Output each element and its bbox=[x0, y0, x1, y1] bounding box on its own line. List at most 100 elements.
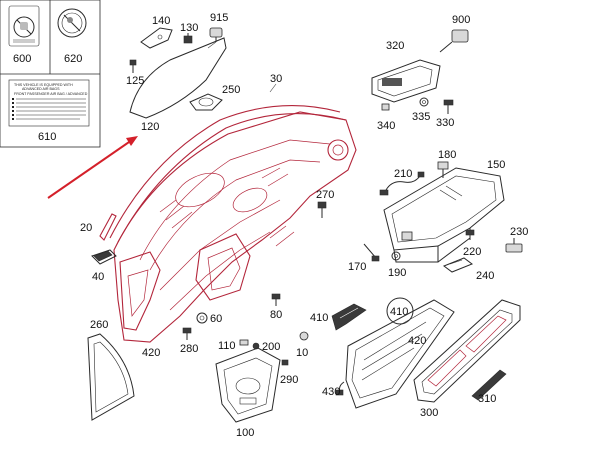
part-180-connector bbox=[437, 161, 449, 178]
part-140-outline bbox=[140, 27, 173, 49]
callout-150: 150 bbox=[487, 159, 505, 171]
part-125-screw bbox=[129, 59, 137, 73]
part-210-wire bbox=[385, 175, 421, 191]
warning-label-frame bbox=[8, 79, 90, 127]
callout-190: 190 bbox=[388, 267, 406, 279]
part-320-label-plate bbox=[382, 78, 402, 86]
part-210-wiring bbox=[379, 171, 425, 196]
prohibition-slash-icon bbox=[63, 14, 81, 32]
pointer-arrow-head bbox=[126, 136, 138, 146]
callout-260: 260 bbox=[90, 319, 108, 331]
part-100-console-frame bbox=[215, 347, 281, 423]
part-130-clip bbox=[183, 33, 193, 44]
warning-label-610: THIS VEHICLE IS EQUIPPED WITH ADVANCED A… bbox=[8, 79, 90, 127]
part-170-bolt bbox=[363, 243, 380, 262]
callout-270: 270 bbox=[316, 189, 334, 201]
part-60-clip bbox=[196, 312, 208, 324]
part-430-harness bbox=[335, 381, 345, 396]
part-80-screw bbox=[271, 293, 281, 306]
callout-100: 100 bbox=[236, 427, 254, 439]
airbag-warning-icon bbox=[61, 12, 83, 34]
part-30-top-trim bbox=[109, 105, 341, 239]
callout-30: 30 bbox=[270, 73, 282, 85]
part-300-trim-panel bbox=[413, 299, 521, 403]
sticker-600-text-bar bbox=[13, 39, 35, 43]
part-240-damper bbox=[442, 257, 474, 273]
part-915-clip bbox=[209, 27, 223, 42]
part-290-nut bbox=[299, 331, 309, 341]
callout-600: 600 bbox=[13, 53, 31, 65]
part-915-body bbox=[209, 27, 223, 38]
part-300-window-right bbox=[465, 315, 507, 353]
part-335-washer bbox=[419, 97, 429, 107]
part-110-screw bbox=[182, 327, 192, 340]
callout-240: 240 bbox=[476, 270, 494, 282]
left-end-section bbox=[119, 251, 161, 331]
callout-210: 210 bbox=[394, 168, 412, 180]
callout-140: 140 bbox=[152, 15, 170, 27]
part-10-outline bbox=[113, 111, 357, 343]
dashboard-hatching bbox=[159, 167, 295, 247]
callout-310: 310 bbox=[478, 393, 496, 405]
callout-220: 220 bbox=[463, 246, 481, 258]
part-100-outline bbox=[215, 347, 281, 423]
part-40-cover bbox=[91, 249, 117, 265]
warning-label-line2: ADVANCED AIR BAGS bbox=[22, 87, 60, 91]
part-280-body bbox=[331, 303, 367, 331]
part-420-outline bbox=[345, 299, 455, 409]
part-150-outline bbox=[383, 167, 505, 251]
callout-320: 320 bbox=[386, 40, 404, 52]
warning-label-bullets bbox=[12, 98, 86, 120]
callout-170: 170 bbox=[348, 261, 366, 273]
callout-20: 20 bbox=[80, 222, 92, 234]
callout-900: 900 bbox=[452, 14, 470, 26]
part-220-clip bbox=[465, 229, 475, 240]
sticker-620-ring bbox=[57, 8, 87, 38]
warning-label-line1: THIS VEHICLE IS EQUIPPED WITH bbox=[14, 83, 73, 87]
callout-915: 915 bbox=[210, 12, 228, 24]
part-420-lower-cover bbox=[345, 299, 455, 409]
callout-180: 180 bbox=[438, 149, 456, 161]
warning-label-line3: FRONT PASSENGER AIR BAG / ADVANCED bbox=[14, 92, 88, 96]
part-900-body bbox=[451, 29, 469, 43]
part-320-airbag-module bbox=[371, 59, 441, 103]
pointer-arrow-shaft bbox=[47, 139, 133, 199]
label-panel: 600 620 THIS VEHICLE IS EQUIPPED WITH AD… bbox=[0, 0, 101, 148]
part-90-screw bbox=[281, 359, 289, 366]
callout-335: 335 bbox=[412, 111, 430, 123]
callout-130: 130 bbox=[180, 22, 198, 34]
callout-125: 125 bbox=[126, 75, 144, 87]
callout-330: 330 bbox=[436, 117, 454, 129]
callout-620: 620 bbox=[64, 53, 82, 65]
person-glyph-icon bbox=[67, 17, 73, 23]
callout-80: 80 bbox=[270, 309, 282, 321]
callout-410-text: 410 bbox=[390, 306, 408, 318]
sticker-600-frame bbox=[8, 5, 40, 47]
part-270-bolt bbox=[317, 201, 327, 218]
callout-110: 280 bbox=[180, 343, 198, 355]
callout-60: 60 bbox=[210, 313, 222, 325]
sticker-600 bbox=[8, 5, 40, 47]
part-310-strip bbox=[471, 369, 507, 401]
center-stack-frame bbox=[195, 233, 251, 301]
callout-340: 340 bbox=[377, 120, 395, 132]
part-330-bolt bbox=[443, 99, 454, 114]
callout-280: 410 bbox=[310, 312, 328, 324]
part-300-outline bbox=[413, 299, 521, 403]
callout-300: 300 bbox=[420, 407, 438, 419]
part-190-washer bbox=[391, 251, 401, 261]
callout-230: 230 bbox=[510, 226, 528, 238]
part-130-body bbox=[183, 35, 193, 44]
part-300-window-left bbox=[427, 349, 467, 387]
part-120-outline bbox=[129, 37, 227, 119]
part-140-bracket bbox=[140, 27, 173, 49]
part-10-dashboard-carrier bbox=[109, 105, 357, 343]
side-vent-right bbox=[327, 139, 349, 161]
callout-290: 10 bbox=[296, 347, 308, 359]
callout-420-text: 420 bbox=[408, 335, 426, 347]
sticker-620 bbox=[57, 8, 87, 38]
part-280-bracket bbox=[331, 303, 367, 331]
part-150-glove-box-housing bbox=[383, 167, 505, 263]
part-260-outline bbox=[87, 333, 135, 421]
